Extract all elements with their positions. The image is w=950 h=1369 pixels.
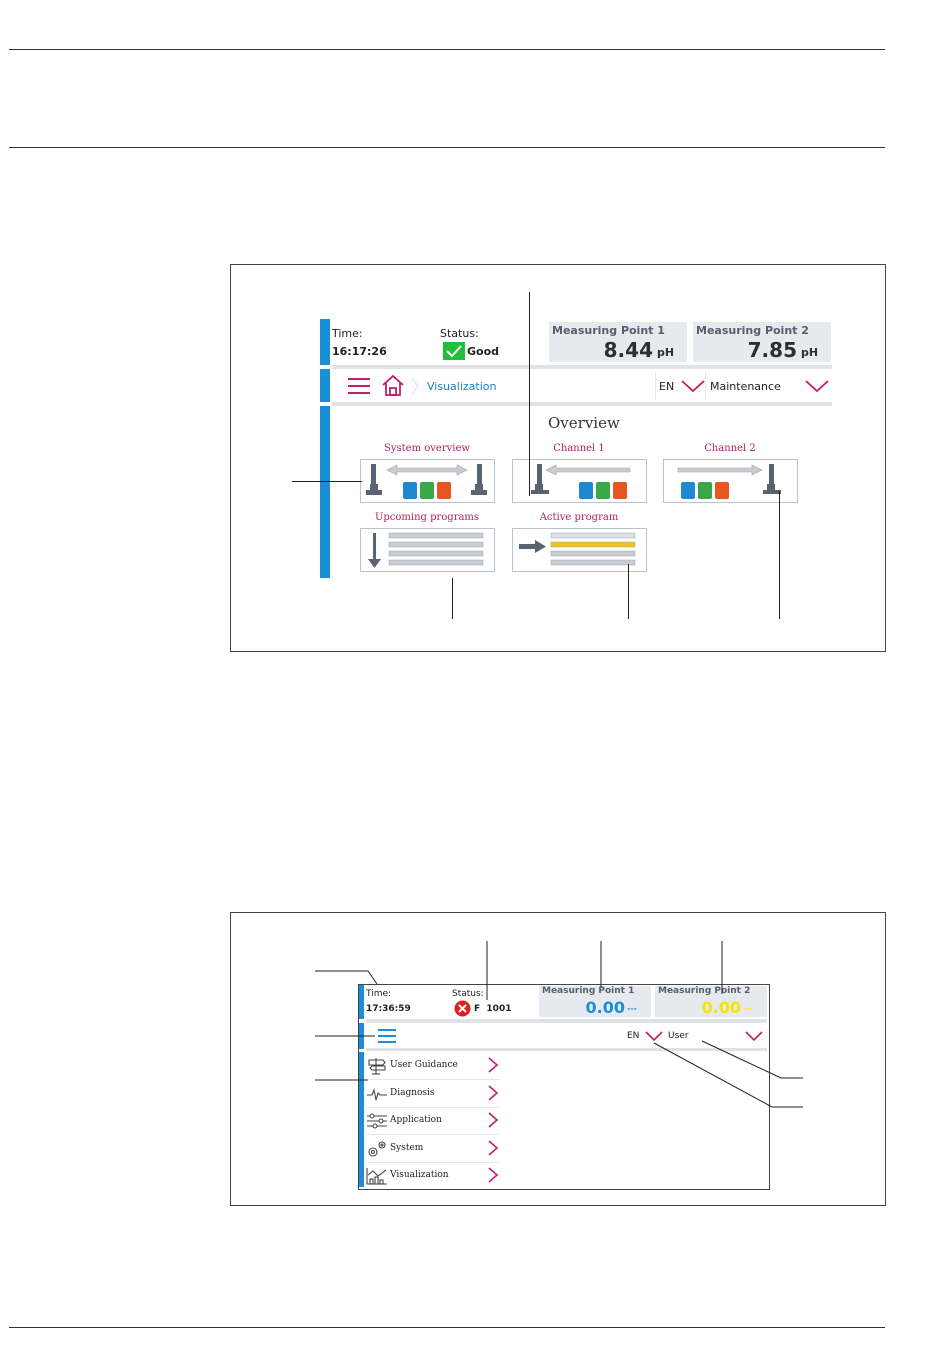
measuring-point-2-unit: ---: [743, 1004, 753, 1013]
system-overview-card[interactable]: [360, 459, 495, 503]
channel-2-card[interactable]: [663, 459, 798, 503]
time-label: Time:: [332, 327, 363, 340]
card-title-upcoming-programs: Upcoming programs: [374, 512, 480, 523]
card-title-system-overview: System overview: [384, 443, 470, 454]
role-value: Maintenance: [710, 380, 781, 393]
language-chevron-down-icon: [645, 1031, 663, 1042]
measuring-point-1-value: 8.44: [603, 338, 653, 362]
role-chevron-down-icon: [805, 380, 829, 393]
nav-separator: [332, 402, 832, 406]
channel-1-graphic: [531, 464, 631, 499]
callout-leader: [292, 481, 362, 482]
chevron-right-icon: [488, 1085, 499, 1101]
nav-separator: [366, 1048, 767, 1051]
card-title-channel-1: Channel 1: [553, 443, 605, 454]
chevron-right-icon: [488, 1057, 499, 1073]
gears-icon: [368, 1141, 386, 1157]
menu-item-label: Application: [390, 1115, 442, 1125]
channel-2-graphic: [677, 464, 781, 499]
channel-1-card[interactable]: [512, 459, 647, 503]
breadcrumb-visualization[interactable]: Visualization: [427, 380, 497, 393]
language-chevron-down-icon: [681, 380, 705, 393]
language-value: EN: [627, 1031, 640, 1041]
measuring-point-1-unit: pH: [657, 346, 675, 359]
measuring-point-1-tile[interactable]: Measuring Point 1 0.00 ---: [539, 986, 651, 1017]
system-overview-graphic: [366, 464, 487, 499]
role-value: User: [668, 1031, 689, 1041]
role-selector[interactable]: User: [664, 1025, 767, 1047]
upcoming-programs-card[interactable]: [360, 528, 495, 572]
menu-item-diagnosis[interactable]: Diagnosis: [366, 1080, 500, 1108]
callout-leader: [529, 292, 530, 496]
header-rule: [9, 147, 885, 148]
measuring-point-1-tile[interactable]: Measuring Point 1 8.44 pH: [549, 322, 687, 362]
callout-leader: [628, 564, 629, 619]
measuring-point-1-unit: ---: [627, 1004, 637, 1013]
menu-item-visualization[interactable]: Visualization: [366, 1162, 500, 1189]
sliders-icon: [367, 1113, 387, 1129]
time-value: 17:36:59: [366, 1004, 411, 1014]
measuring-point-2-title: Measuring Point 2: [658, 986, 751, 996]
measuring-point-2-value: 7.85: [747, 338, 797, 362]
hamburger-menu-icon[interactable]: [347, 376, 371, 396]
device-screen: [358, 984, 770, 1190]
menu-item-user-guidance[interactable]: User Guidance: [366, 1052, 500, 1080]
status-value: F 1001: [474, 1004, 512, 1014]
upcoming-programs-graphic: [368, 532, 484, 568]
pulse-icon: [367, 1088, 387, 1101]
card-title-channel-2: Channel 2: [704, 443, 756, 454]
time-label: Time:: [366, 989, 392, 999]
status-good-icon: [443, 342, 465, 360]
breadcrumb-chevron-icon: [410, 376, 420, 396]
role-selector[interactable]: Maintenance: [705, 372, 833, 400]
language-selector[interactable]: EN: [655, 372, 706, 400]
measuring-point-2-title: Measuring Point 2: [696, 324, 809, 337]
menu-item-label: Diagnosis: [390, 1088, 435, 1098]
chevron-right-icon: [488, 1112, 499, 1128]
chevron-right-icon: [488, 1167, 499, 1183]
measuring-point-2-value: 0.00: [701, 998, 741, 1017]
header-separator: [332, 365, 832, 369]
footer-rule: [9, 1327, 885, 1328]
measuring-point-1-title: Measuring Point 1: [542, 986, 635, 996]
header-separator: [366, 1019, 767, 1023]
language-value: EN: [659, 380, 675, 393]
nav-accent-bar: [320, 369, 330, 402]
status-label: Status:: [440, 327, 479, 340]
status-error-icon: [454, 1000, 471, 1017]
measuring-point-2-tile[interactable]: Measuring Point 2 0.00 ---: [655, 986, 767, 1017]
menu-item-system[interactable]: System: [366, 1135, 500, 1163]
language-selector[interactable]: EN: [624, 1025, 664, 1047]
measuring-point-2-unit: pH: [801, 346, 819, 359]
content-accent-bar: [320, 406, 330, 578]
chart-icon: [366, 1168, 387, 1185]
top-rule: [9, 49, 885, 50]
menu-item-label: User Guidance: [390, 1060, 458, 1070]
status-label: Status:: [452, 989, 484, 999]
callout-leader: [779, 491, 780, 619]
home-icon[interactable]: [381, 373, 405, 397]
signpost-icon: [368, 1058, 386, 1075]
role-chevron-down-icon: [745, 1031, 763, 1042]
active-program-graphic: [519, 532, 636, 566]
card-title-active-program: Active program: [539, 512, 619, 523]
measuring-point-2-tile[interactable]: Measuring Point 2 7.85 pH: [693, 322, 831, 362]
hamburger-menu-icon[interactable]: [377, 1028, 397, 1044]
header-accent-bar: [359, 985, 364, 1019]
menu-item-application[interactable]: Application: [366, 1107, 500, 1135]
callout-leader: [452, 578, 453, 619]
status-value: Good: [467, 345, 500, 358]
menu-item-label: System: [390, 1143, 424, 1153]
header-accent-bar: [320, 319, 330, 365]
measuring-point-1-value: 0.00: [585, 998, 625, 1017]
figure-home-menu: [230, 912, 886, 1206]
time-value: 16:17:26: [332, 345, 387, 358]
menu-item-label: Visualization: [390, 1170, 449, 1180]
active-program-card[interactable]: [512, 528, 647, 572]
chevron-right-icon: [488, 1140, 499, 1156]
overview-title: Overview: [548, 414, 620, 432]
content-accent-bar: [359, 1052, 364, 1187]
measuring-point-1-title: Measuring Point 1: [552, 324, 665, 337]
